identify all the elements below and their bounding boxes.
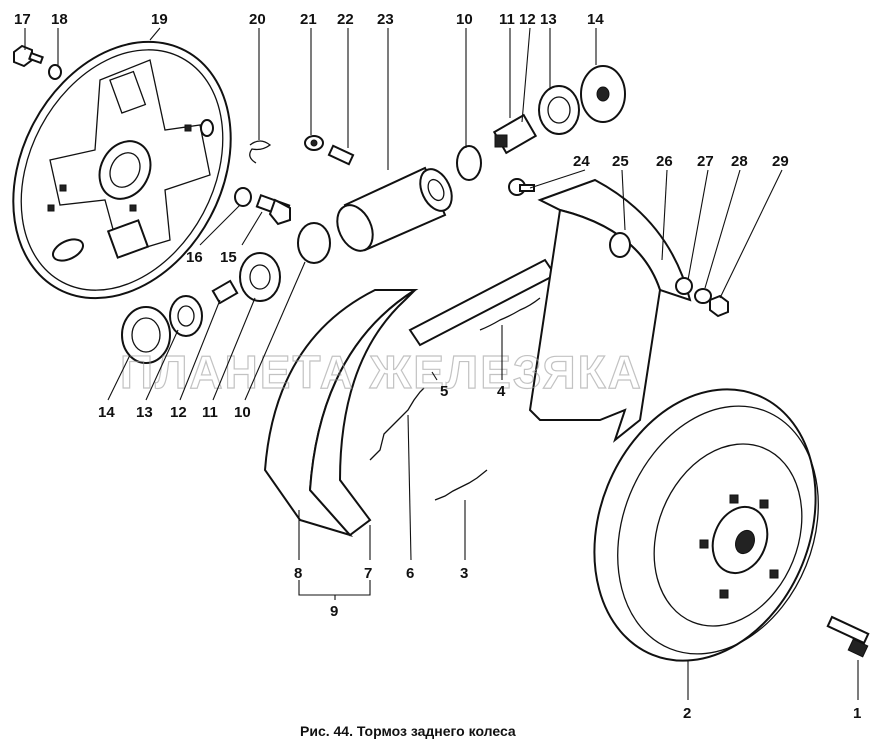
label-16: 16 (186, 249, 203, 266)
label-20: 20 (249, 11, 266, 28)
piston-11-lower (239, 252, 281, 302)
pin-12-lower (211, 279, 239, 305)
label-27: 27 (697, 153, 714, 170)
part-labels: 17 18 19 20 21 22 23 10 11 12 13 14 24 2… (14, 11, 861, 722)
bleeder-22 (327, 144, 355, 166)
brake-shoe-25 (528, 178, 692, 443)
brake-drum-2 (593, 388, 819, 662)
washer-28 (694, 288, 712, 304)
label-4: 4 (497, 383, 506, 400)
label-13-lower: 13 (136, 404, 153, 421)
label-10-lower: 10 (234, 404, 251, 421)
label-12-lower: 12 (170, 404, 187, 421)
label-2: 2 (683, 705, 691, 722)
bushing-27 (675, 277, 693, 295)
label-14-top: 14 (587, 11, 604, 28)
washer-16 (234, 187, 252, 207)
spring-6 (369, 387, 425, 461)
bleeder-21 (304, 135, 324, 151)
washer-18 (48, 64, 62, 80)
label-7: 7 (364, 565, 372, 582)
seal-13-top (538, 85, 580, 135)
backing-plate (12, 40, 232, 300)
watermark-text: ПЛАНЕТА ЖЕЛЕЗЯКА (120, 346, 643, 398)
stud-1 (826, 615, 870, 658)
label-9: 9 (330, 603, 338, 620)
seal-13-lower (169, 295, 203, 337)
label-18: 18 (51, 11, 68, 28)
label-26: 26 (656, 153, 673, 170)
label-25: 25 (612, 153, 629, 170)
label-3: 3 (460, 565, 468, 582)
ring-10-top (456, 145, 482, 181)
label-19: 19 (151, 11, 168, 28)
figure-caption: Рис. 44. Тормоз заднего колеса (300, 723, 516, 739)
bolt-17 (13, 44, 44, 68)
bolt-24 (508, 178, 535, 196)
label-28: 28 (731, 153, 748, 170)
brake-shoe-8 (263, 289, 419, 537)
label-14-lower: 14 (98, 404, 115, 421)
label-29: 29 (772, 153, 789, 170)
nut-29 (709, 294, 729, 318)
label-13-top: 13 (540, 11, 557, 28)
label-23: 23 (377, 11, 394, 28)
label-12-top: 12 (519, 11, 536, 28)
label-10-top: 10 (456, 11, 473, 28)
wheel-cylinder-23 (336, 166, 453, 252)
label-17: 17 (14, 11, 31, 28)
label-5: 5 (440, 383, 448, 400)
label-6: 6 (406, 565, 414, 582)
ring-10-lower (297, 222, 331, 264)
label-8: 8 (294, 565, 302, 582)
label-15: 15 (220, 249, 237, 266)
label-22: 22 (337, 11, 354, 28)
bolt-15 (255, 193, 291, 226)
label-11-lower: 11 (202, 404, 218, 421)
cap-14-lower (121, 306, 171, 364)
label-11-top: 11 (499, 11, 515, 28)
label-24: 24 (573, 153, 590, 170)
strut-4 (408, 258, 557, 347)
clip-20 (249, 140, 272, 164)
label-1: 1 (853, 705, 861, 722)
piston-11-top (492, 113, 538, 155)
label-21: 21 (300, 11, 317, 28)
leader-lines (24, 27, 859, 700)
spring-3 (434, 469, 488, 501)
